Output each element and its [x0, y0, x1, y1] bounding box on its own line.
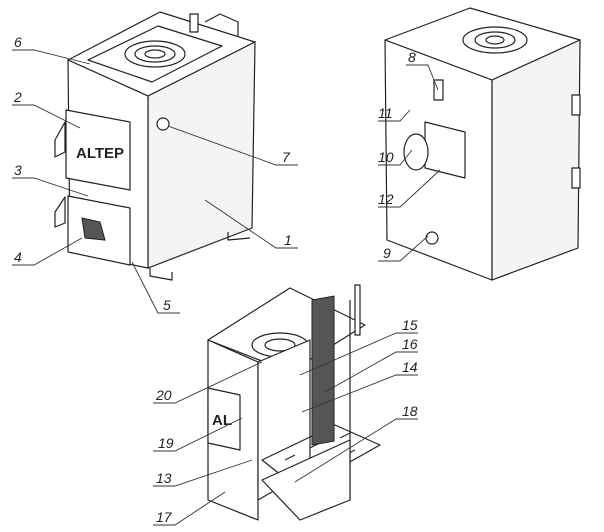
air-damper — [81, 217, 106, 241]
callout-9: 9 — [383, 245, 391, 261]
side-handle — [571, 167, 581, 189]
callout-3: 3 — [14, 162, 22, 178]
door-handle — [54, 121, 66, 158]
boiler-cutaway-view: AL — [207, 284, 381, 521]
callout-5: 5 — [163, 297, 171, 313]
loading-door — [65, 109, 131, 191]
callout-12: 12 — [378, 191, 394, 207]
callout-8: 8 — [408, 49, 416, 65]
burner-rings-icon — [124, 40, 186, 68]
callout-11: 11 — [378, 105, 393, 121]
chimney-flue — [403, 133, 429, 171]
side-handle — [571, 94, 581, 116]
callout-18: 18 — [402, 403, 418, 419]
ash-door-handle — [54, 196, 66, 228]
callout-14: 14 — [402, 359, 418, 375]
burner-rings-icon — [462, 26, 528, 54]
heat-exchanger — [311, 295, 335, 446]
loading-door — [207, 387, 241, 451]
callout-13: 13 — [156, 470, 172, 486]
callout-6: 6 — [14, 34, 22, 50]
callout-1: 1 — [284, 232, 292, 248]
callout-4: 4 — [14, 249, 22, 265]
return-pipe — [425, 231, 439, 245]
brand-logo: ALTEP — [76, 145, 124, 162]
boiler-front-view: ALTEP — [54, 11, 256, 281]
boiler-rear-view — [384, 7, 581, 281]
callout-19: 19 — [158, 435, 174, 451]
callout-10: 10 — [378, 149, 394, 165]
callouts: 6 2 3 4 5 7 1 8 11 10 12 9 15 16 14 18 2… — [12, 34, 441, 526]
callout-15: 15 — [402, 317, 418, 333]
callout-7: 7 — [282, 149, 291, 165]
side-panel — [491, 39, 581, 281]
outlet-pipe — [433, 79, 444, 101]
valve — [354, 284, 361, 336]
outlet-pipe — [189, 13, 199, 33]
smoke-box — [424, 121, 466, 179]
safety-valve — [204, 13, 239, 36]
callout-16: 16 — [402, 336, 418, 352]
callout-17: 17 — [156, 509, 173, 525]
ash-pan — [261, 439, 351, 521]
cooktop — [87, 25, 223, 83]
callout-20: 20 — [155, 387, 172, 403]
feet — [149, 232, 251, 281]
return-pipe — [156, 117, 170, 131]
brand-logo-partial: AL — [212, 412, 232, 429]
callout-2: 2 — [13, 89, 22, 105]
